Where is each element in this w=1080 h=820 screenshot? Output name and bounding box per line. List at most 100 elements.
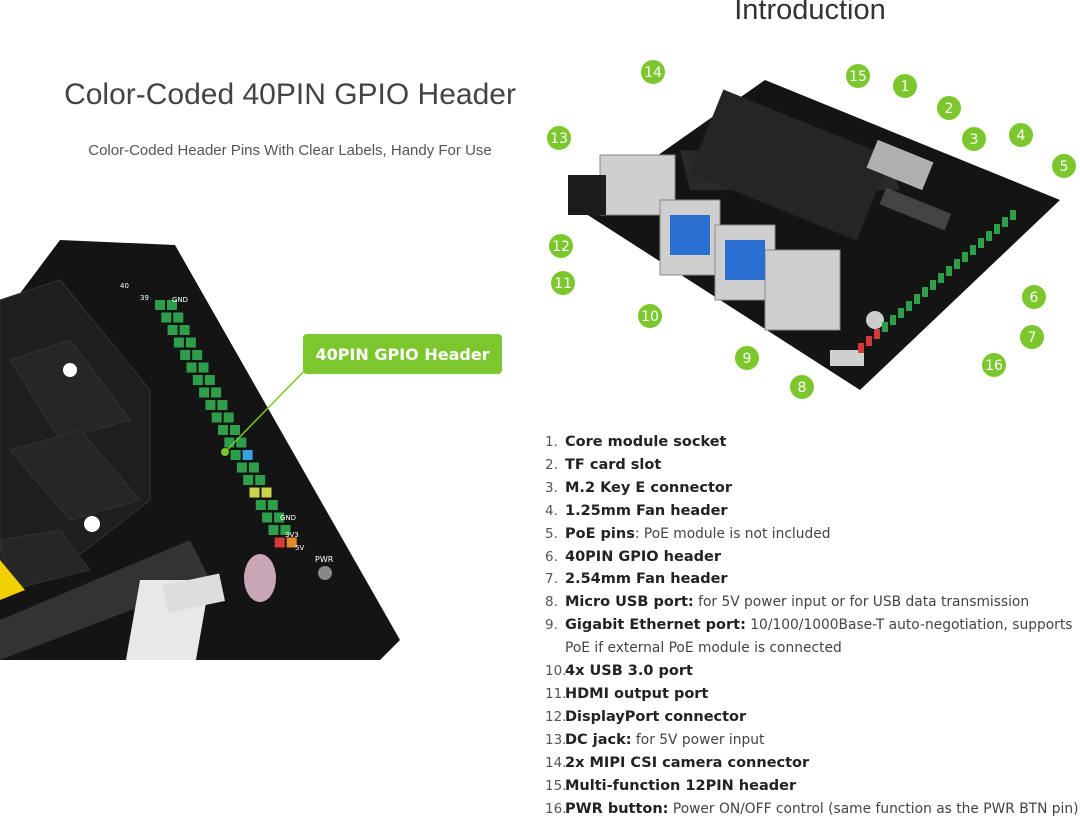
callout-badge: 8 <box>789 374 815 400</box>
callout-badge: 1 <box>892 73 918 99</box>
gpio-pin <box>275 538 285 548</box>
gpio-pin <box>954 259 960 269</box>
capacitor <box>244 554 276 602</box>
gpio-board-photo: PWR 40 39 GND GND 3V3 5V <box>0 240 400 660</box>
gpio-pin <box>217 400 227 410</box>
feature-title: 40PIN GPIO header <box>565 549 721 565</box>
callout-number: 12 <box>552 239 570 255</box>
gpio-pin <box>250 488 260 498</box>
gpio-pin <box>249 463 259 473</box>
pin-5v-label: 5V <box>295 544 304 552</box>
callout-badge: 3 <box>961 126 987 152</box>
callout-badge: 16 <box>981 352 1007 378</box>
gpio-pin <box>187 363 197 373</box>
feature-description: Power ON/OFF control (same function as t… <box>668 801 1078 817</box>
feature-item: 6. 40PIN GPIO header <box>545 546 1080 569</box>
gpio-pin <box>230 425 240 435</box>
gpio-pin <box>978 238 984 248</box>
gpio-pin <box>243 475 253 485</box>
gpio-section-title: Color-Coded 40PIN GPIO Header <box>30 78 550 112</box>
feature-title: Micro USB port: <box>565 594 694 610</box>
gpio-section-subtitle: Color-Coded Header Pins With Clear Label… <box>30 142 550 159</box>
callout-number: 14 <box>644 65 662 81</box>
gpio-pin <box>193 375 203 385</box>
gpio-pin <box>224 413 234 423</box>
gpio-pin <box>186 338 196 348</box>
pin-gnd-label: GND <box>172 296 188 304</box>
gpio-pin <box>199 363 209 373</box>
feature-title: TF card slot <box>565 457 661 473</box>
feature-number: 12. <box>545 706 566 729</box>
callout-badge: 14 <box>640 60 666 85</box>
callout-badge: 11 <box>550 270 576 296</box>
callout-number: 15 <box>849 69 867 85</box>
callout-badge: 2 <box>936 95 962 121</box>
feature-item: 8. Micro USB port: for 5V power input or … <box>545 591 1080 614</box>
feature-number: 13. <box>545 729 566 752</box>
pin-number-label: 40 <box>120 282 129 290</box>
gpio-pin <box>970 245 976 255</box>
callout-number: 13 <box>550 131 568 147</box>
callout-number: 5 <box>1060 159 1069 175</box>
feature-title: 4x USB 3.0 port <box>565 663 693 679</box>
gpio-pin <box>224 438 234 448</box>
gpio-pin <box>938 273 944 283</box>
feature-number: 9. <box>545 614 558 637</box>
feature-number: 14. <box>545 752 566 775</box>
gpio-pin <box>268 525 278 535</box>
feature-description: for 5V power input or for USB data trans… <box>694 594 1029 610</box>
callout-number: 8 <box>798 380 807 396</box>
feature-number: 15. <box>545 775 566 798</box>
feature-number: 6. <box>545 546 558 569</box>
gpio-pin <box>268 500 278 510</box>
feature-number: 2. <box>545 454 558 477</box>
callout-badge: 13 <box>546 125 572 151</box>
feature-item: 9.Gigabit Ethernet port: 10/100/1000Base… <box>545 614 1080 660</box>
gpio-pin <box>199 388 209 398</box>
feature-number: 11. <box>545 683 566 706</box>
callout-number: 6 <box>1030 290 1039 306</box>
callout-number: 9 <box>743 351 752 367</box>
gpio-pin <box>205 400 215 410</box>
feature-number: 3. <box>545 477 558 500</box>
feature-number: 5. <box>545 523 558 546</box>
gpio-pin <box>231 450 241 460</box>
callout-number: 7 <box>1028 330 1037 346</box>
gpio-pin <box>243 450 253 460</box>
feature-item: 7. 2.54mm Fan header <box>545 568 1080 591</box>
callout-badge: 10 <box>637 303 663 329</box>
callout-number: 16 <box>985 358 1003 374</box>
pin-number-label: 39 <box>140 294 149 302</box>
gpio-pin <box>155 300 165 310</box>
feature-title: 2.54mm Fan header <box>565 571 728 587</box>
feature-description: : PoE module is not included <box>635 526 831 542</box>
gpio-pin <box>212 413 222 423</box>
feature-item: 5.PoE pins: PoE module is not included <box>545 523 1080 546</box>
feature-number: 10. <box>545 660 566 683</box>
gpio-pin <box>255 475 265 485</box>
feature-item: 15.Multi-function 12PIN header <box>545 775 1080 798</box>
feature-item: 10.4x USB 3.0 port <box>545 660 1080 683</box>
pwr-label: PWR <box>315 555 334 564</box>
gpio-pin <box>914 294 920 304</box>
gpio-pin <box>1002 217 1008 227</box>
feature-title: PWR button: <box>565 801 668 817</box>
feature-title: M.2 Key E connector <box>565 480 732 496</box>
pin-gnd-label: GND <box>280 514 296 522</box>
feature-title: HDMI output port <box>565 686 708 702</box>
gpio-pin <box>962 252 968 262</box>
callout-number: 2 <box>945 101 954 117</box>
gpio-pin <box>205 375 215 385</box>
feature-title: Core module socket <box>565 434 726 450</box>
feature-number: 8. <box>545 591 558 614</box>
gpio-pin <box>262 488 272 498</box>
callout-badge: 9 <box>734 345 760 371</box>
dc-jack <box>568 175 606 215</box>
gpio-pin <box>256 500 266 510</box>
feature-item: 2. TF card slot <box>545 454 1080 477</box>
feature-title: DC jack: <box>565 732 632 748</box>
feature-item: 12.DisplayPort connector <box>545 706 1080 729</box>
feature-number: 7. <box>545 568 558 591</box>
callout-number: 3 <box>970 132 979 148</box>
